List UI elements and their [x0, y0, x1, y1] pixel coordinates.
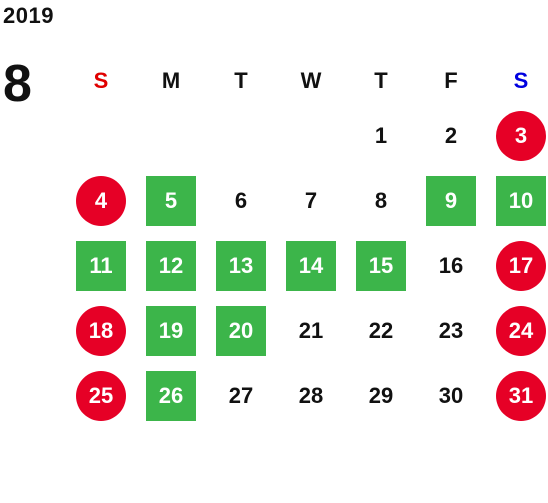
day-number: 2: [444, 122, 458, 148]
weekday-label: F: [444, 67, 458, 93]
day-number: 19: [146, 305, 196, 356]
day-cell: [66, 103, 136, 168]
day-cell[interactable]: 16: [416, 233, 486, 298]
day-number: 30: [438, 382, 464, 408]
day-cell[interactable]: 11: [66, 233, 136, 298]
day-number: 23: [438, 317, 464, 343]
day-cell[interactable]: 13: [206, 233, 276, 298]
weekday-cell: S: [486, 58, 548, 103]
weekday-cell: F: [416, 58, 486, 103]
day-cell[interactable]: 4: [66, 168, 136, 233]
day-number: 3: [496, 110, 546, 161]
day-cell[interactable]: 27: [206, 363, 276, 428]
calendar-year: 2019: [3, 3, 54, 28]
day-number: 17: [496, 240, 546, 291]
day-number: 16: [438, 252, 464, 278]
day-number: 28: [298, 382, 324, 408]
day-number: 12: [146, 240, 196, 291]
day-cell[interactable]: 29: [346, 363, 416, 428]
day-number: 27: [228, 382, 254, 408]
day-cell[interactable]: 21: [276, 298, 346, 363]
weekday-label: S: [93, 67, 109, 93]
day-cell[interactable]: 6: [206, 168, 276, 233]
day-cell[interactable]: 14: [276, 233, 346, 298]
day-number: 5: [146, 175, 196, 226]
week-row: 25 26 27 28 29 30 31: [66, 363, 548, 428]
week-row: 1 2 3: [66, 103, 548, 168]
day-number: 4: [76, 175, 126, 226]
day-number: 6: [234, 187, 248, 213]
day-number: 25: [76, 370, 126, 421]
weekday-cell: T: [346, 58, 416, 103]
weekday-label: M: [161, 67, 181, 93]
day-number: 15: [356, 240, 406, 291]
day-cell[interactable]: 12: [136, 233, 206, 298]
weekday-cell: S: [66, 58, 136, 103]
day-number: 18: [76, 305, 126, 356]
day-number: 7: [304, 187, 318, 213]
day-cell[interactable]: 30: [416, 363, 486, 428]
day-cell[interactable]: 26: [136, 363, 206, 428]
weekday-cell: T: [206, 58, 276, 103]
weekday-cell: M: [136, 58, 206, 103]
day-cell[interactable]: 15: [346, 233, 416, 298]
day-cell[interactable]: 8: [346, 168, 416, 233]
day-cell[interactable]: 3: [486, 103, 548, 168]
day-number: 20: [216, 305, 266, 356]
day-cell[interactable]: 5: [136, 168, 206, 233]
day-number: 21: [298, 317, 324, 343]
day-cell: [206, 103, 276, 168]
day-number: 26: [146, 370, 196, 421]
day-number: 31: [496, 370, 546, 421]
day-cell[interactable]: 18: [66, 298, 136, 363]
day-cell[interactable]: 28: [276, 363, 346, 428]
day-number: 14: [286, 240, 336, 291]
day-cell[interactable]: 20: [206, 298, 276, 363]
day-number: 9: [426, 175, 476, 226]
day-number: 22: [368, 317, 394, 343]
week-row: 18 19 20 21 22 23 24: [66, 298, 548, 363]
day-number: 8: [374, 187, 388, 213]
day-cell[interactable]: 17: [486, 233, 548, 298]
day-cell: [276, 103, 346, 168]
weekday-label: W: [300, 67, 322, 93]
day-cell[interactable]: 23: [416, 298, 486, 363]
weekday-label: T: [234, 67, 248, 93]
day-cell[interactable]: 22: [346, 298, 416, 363]
weekday-cell: W: [276, 58, 346, 103]
day-number: 13: [216, 240, 266, 291]
day-cell[interactable]: 31: [486, 363, 548, 428]
day-number: 24: [496, 305, 546, 356]
week-row: 11 12 13 14 15 16 17: [66, 233, 548, 298]
day-cell[interactable]: 24: [486, 298, 548, 363]
day-cell[interactable]: 10: [486, 168, 548, 233]
day-number: 10: [496, 175, 546, 226]
day-cell[interactable]: 1: [346, 103, 416, 168]
calendar-month: 8: [3, 55, 32, 113]
day-cell: [136, 103, 206, 168]
weekday-label: T: [374, 67, 388, 93]
day-number: 11: [76, 240, 126, 291]
day-number: 1: [374, 122, 388, 148]
day-number: 29: [368, 382, 394, 408]
day-cell[interactable]: 25: [66, 363, 136, 428]
day-cell[interactable]: 7: [276, 168, 346, 233]
day-cell[interactable]: 19: [136, 298, 206, 363]
day-cell[interactable]: 9: [416, 168, 486, 233]
weekday-label: S: [513, 67, 529, 93]
day-cell[interactable]: 2: [416, 103, 486, 168]
